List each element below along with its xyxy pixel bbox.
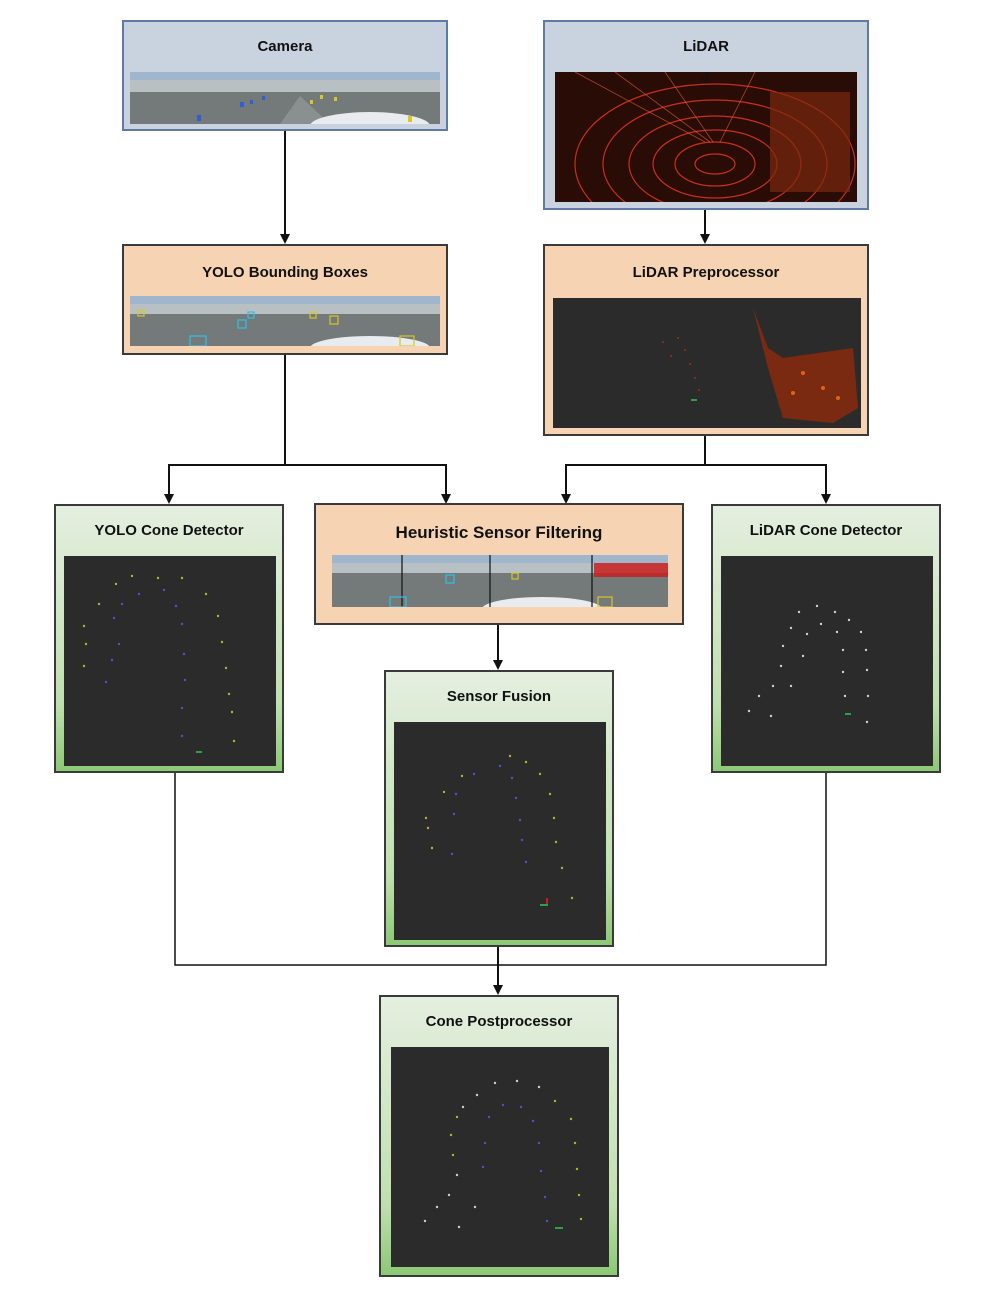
sensor-fusion-node: Sensor Fusion [384, 670, 614, 947]
heuristic-sensor-filtering-node: Heuristic Sensor Filtering [314, 503, 684, 625]
camera-node: Camera [122, 20, 448, 131]
edge-lidar-pre-to-lidar-detector [705, 464, 831, 504]
camera-title: Camera [257, 38, 313, 55]
cone-postprocessor-title: Cone Postprocessor [425, 1013, 573, 1030]
cone-postprocessor-plot [391, 1047, 609, 1267]
lidar-cone-detector-plot [721, 556, 933, 766]
yolo-cone-detector-node: YOLO Cone Detector [54, 504, 284, 773]
edge-yolo-boxes-to-yolo-detector [164, 354, 286, 504]
edge-yolo-boxes-to-heuristic [285, 464, 451, 504]
lidar-preprocessor-image [553, 298, 861, 428]
cone-postprocessor-node: Cone Postprocessor [379, 995, 619, 1277]
yolo-bounding-boxes-node: YOLO Bounding Boxes [122, 244, 448, 355]
lidar-cone-detector-title: LiDAR Cone Detector [749, 522, 903, 539]
yolo-cone-detector-title: YOLO Cone Detector [94, 522, 244, 539]
edge-lidar-detector-to-post [498, 772, 827, 966]
heuristic-sensor-filtering-image [332, 555, 668, 607]
edge-lidar-pre-to-heuristic [561, 435, 706, 504]
lidar-node: LiDAR [543, 20, 869, 210]
sensor-fusion-plot [394, 722, 606, 940]
heuristic-sensor-filtering-title: Heuristic Sensor Filtering [395, 523, 603, 542]
lidar-preprocessor-title: LiDAR Preprocessor [632, 264, 780, 281]
edge-yolo-detector-to-post [174, 772, 498, 966]
camera-image [130, 72, 440, 124]
lidar-preprocessor-node: LiDAR Preprocessor [543, 244, 869, 436]
lidar-title: LiDAR [683, 38, 729, 55]
sensor-fusion-title: Sensor Fusion [446, 688, 552, 705]
yolo-cone-detector-plot [64, 556, 276, 766]
lidar-pointcloud-image [555, 72, 857, 202]
yolo-bounding-boxes-title: YOLO Bounding Boxes [202, 264, 368, 281]
yolo-bounding-boxes-image [130, 296, 440, 346]
lidar-cone-detector-node: LiDAR Cone Detector [711, 504, 941, 773]
